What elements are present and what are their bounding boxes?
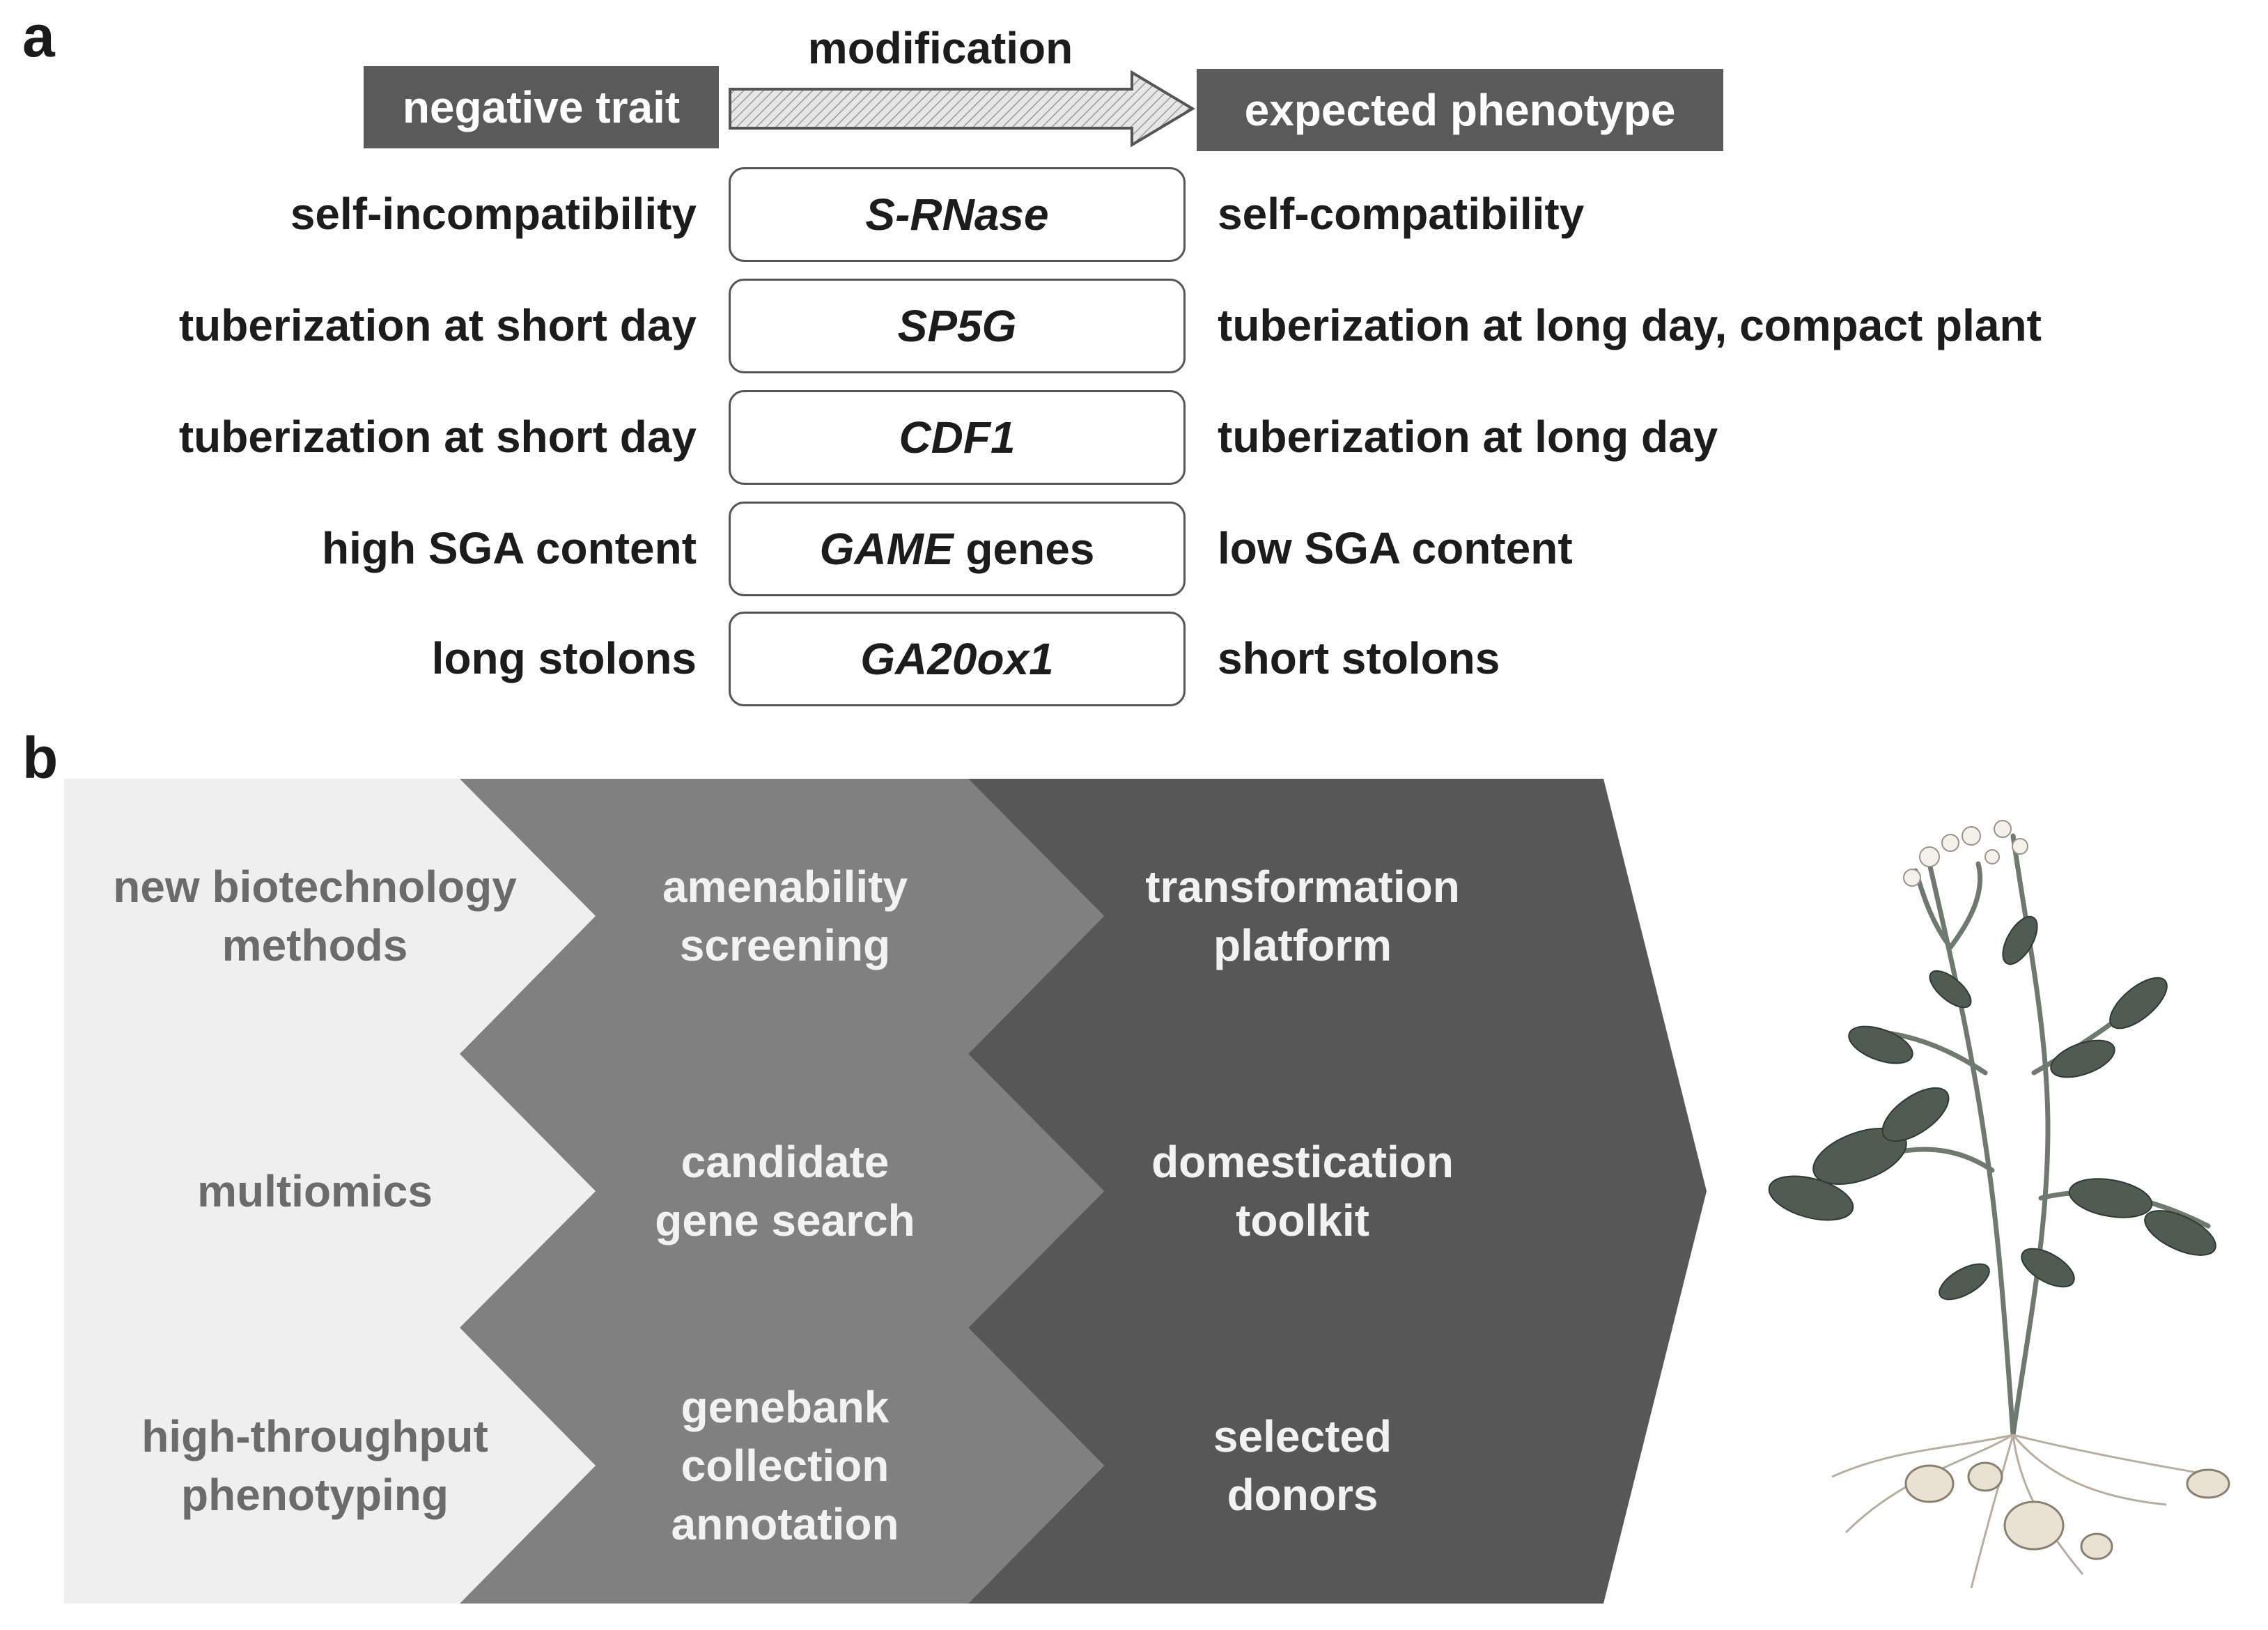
chevron-col3 (968, 779, 1707, 1604)
expected-phenotype-label: tuberization at long day, compact plant (1218, 300, 2042, 350)
gene-target-box: GA20ox1 (729, 612, 1186, 706)
pipeline-step-line: toolkit (1236, 1195, 1369, 1245)
pipeline-step-line: selected (1213, 1411, 1392, 1461)
chevron-col2 (460, 779, 1104, 1604)
pipeline-step-line: platform (1213, 920, 1392, 970)
negative-trait-label: self-incompatibility (290, 189, 697, 239)
gene-target-box: GAME genes (729, 502, 1186, 596)
gene-name: SP5G (897, 301, 1017, 351)
negative-trait-header: negative trait (364, 66, 719, 148)
gene-name: CDF1 (899, 412, 1016, 463)
expected-phenotype-header: expected phenotype (1197, 69, 1723, 151)
pipeline-step-col3: transformation platform (1052, 857, 1553, 975)
pipeline-step-line: genebank (681, 1382, 890, 1432)
chevron-col1 (64, 779, 596, 1604)
pipeline-step-line: annotation (671, 1499, 899, 1549)
pipeline-step-col1: multiomics (64, 1162, 566, 1220)
pipeline-step-col2: genebank collection annotation (534, 1378, 1036, 1553)
potato-plant-illustration (1768, 820, 2230, 1589)
pipeline-step-line: collection (681, 1441, 890, 1491)
pipeline-step-col3: domestication toolkit (1052, 1133, 1553, 1250)
modification-arrow (729, 70, 1195, 148)
panel-label-b: b (22, 725, 59, 791)
gene-name: S-RNase (865, 189, 1049, 240)
pipeline-step-line: transformation (1145, 862, 1460, 912)
pipeline-step-line: high-throughput (141, 1411, 488, 1461)
pipeline-step-line: phenotyping (181, 1470, 449, 1520)
gene-target-box: S-RNase (729, 167, 1186, 262)
gene-target-box: CDF1 (729, 390, 1186, 485)
pipeline-step-line: amenability (662, 862, 908, 912)
pipeline-step-col1: new biotechnology methods (64, 857, 566, 975)
panel-label-a: a (22, 3, 55, 69)
gene-name: GA20ox1 (860, 634, 1054, 684)
expected-phenotype-label: short stolons (1218, 633, 1500, 683)
negative-trait-label: long stolons (431, 633, 697, 683)
pipeline-step-line: domestication (1151, 1137, 1454, 1187)
negative-trait-label: tuberization at short day (178, 412, 697, 462)
pipeline-step-col1: high-throughput phenotyping (64, 1407, 566, 1524)
pipeline-step-line: methods (222, 920, 408, 970)
expected-phenotype-label: tuberization at long day (1218, 412, 1718, 462)
negative-trait-label: tuberization at short day (178, 300, 697, 350)
gene-target-box: SP5G (729, 279, 1186, 373)
pipeline-step-line: gene search (655, 1195, 915, 1245)
pipeline-step-col2: amenability screening (534, 857, 1036, 975)
pipeline-step-line: new biotechnology (113, 862, 517, 912)
expected-phenotype-label: low SGA content (1218, 523, 1573, 573)
negative-trait-label: high SGA content (321, 523, 697, 573)
pipeline-step-col2: candidate gene search (534, 1133, 1036, 1250)
gene-name: GAME (819, 524, 954, 574)
pipeline-step-line: donors (1227, 1470, 1378, 1520)
expected-phenotype-label: self-compatibility (1218, 189, 1585, 239)
pipeline-step-line: candidate (681, 1137, 890, 1187)
pipeline-step-col3: selected donors (1052, 1407, 1553, 1524)
pipeline-step-line: multiomics (197, 1166, 433, 1216)
modification-label: modification (807, 23, 1073, 73)
gene-suffix: genes (953, 524, 1095, 574)
pipeline-step-line: screening (679, 920, 891, 970)
